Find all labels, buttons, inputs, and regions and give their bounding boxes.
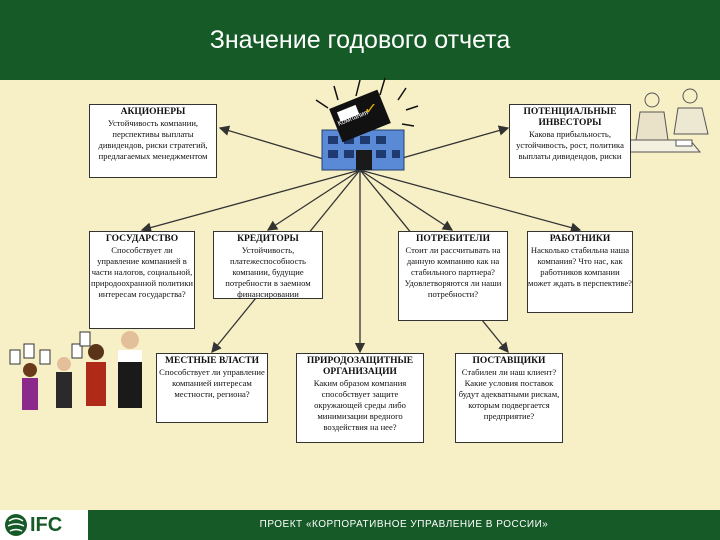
state-box: ГОСУДАРСТВО Способствует ли управление к… xyxy=(89,231,195,329)
investors-text: Какова прибыльность, устойчивость, рост,… xyxy=(516,129,624,161)
shareholders-box: АКЦИОНЕРЫ Устойчивость компании, перспек… xyxy=(89,104,217,178)
shareholders-text: Устойчивость компании, перспективы выпла… xyxy=(98,118,208,161)
arrow-creditors xyxy=(266,169,361,231)
investors-box: ПОТЕНЦИАЛЬНЫЕ ИНВЕСТОРЫ Какова прибыльно… xyxy=(509,104,631,178)
footer-text: ПРОЕКТ «КОРПОРАТИВНОЕ УПРАВЛЕНИЕ В РОССИ… xyxy=(259,519,549,530)
arrow-employees xyxy=(359,169,582,233)
local-authorities-box: МЕСТНЫЕ ВЛАСТИ Способствует ли управлени… xyxy=(156,353,268,423)
consumers-box: ПОТРЕБИТЕЛИ Стоит ли рассчитывать на дан… xyxy=(398,231,508,321)
footer-bar: IFC ПРОЕКТ «КОРПОРАТИВНОЕ УПРАВЛЕНИЕ В Р… xyxy=(0,510,720,540)
arrow-state xyxy=(140,169,361,233)
environmental-title: ПРИРОДОЗАЩИТНЫЕ ОРГАНИЗАЦИИ xyxy=(306,356,414,377)
suppliers-text: Стабилен ли наш клиент? Какие условия по… xyxy=(458,367,560,421)
investors-title: ПОТЕНЦИАЛЬНЫЕ ИНВЕСТОРЫ xyxy=(523,107,617,128)
employees-title: РАБОТНИКИ xyxy=(549,234,611,244)
local-authorities-text: Способствует ли управление компанией инт… xyxy=(159,367,265,399)
ifc-logo-text: IFC xyxy=(30,514,63,536)
header-bar: Значение годового отчета xyxy=(0,0,720,80)
consumers-text: Стоит ли рассчитывать на данную компанию… xyxy=(404,245,502,299)
employees-box: РАБОТНИКИ Насколько стабильна наша компа… xyxy=(527,231,633,313)
creditors-title: КРЕДИТОРЫ xyxy=(237,234,299,244)
consumers-title: ПОТРЕБИТЕЛИ xyxy=(416,234,490,244)
suppliers-title: ПОСТАВЩИКИ xyxy=(472,356,546,366)
shareholders-title: АКЦИОНЕРЫ xyxy=(120,107,186,117)
local-authorities-title: МЕСТНЫЕ ВЛАСТИ xyxy=(165,356,259,366)
check-mark-icon: ✓ xyxy=(364,99,378,118)
arrow-consumers xyxy=(359,169,454,231)
environmental-text: Каким образом компания способствует защи… xyxy=(313,378,407,432)
creditors-text: Устойчивость, платежеспособность компани… xyxy=(225,245,311,299)
ifc-logo: IFC xyxy=(0,510,88,540)
globe-icon xyxy=(5,514,27,536)
state-title: ГОСУДАРСТВО xyxy=(105,234,179,244)
page-title: Значение годового отчета xyxy=(209,26,511,54)
environmental-box: ПРИРОДОЗАЩИТНЫЕ ОРГАНИЗАЦИИ Каким образо… xyxy=(296,353,424,443)
employees-text: Насколько стабильна наша компания? Что н… xyxy=(528,245,632,288)
creditors-box: КРЕДИТОРЫ Устойчивость, платежеспособнос… xyxy=(213,231,323,299)
state-text: Способствует ли управление компанией в ч… xyxy=(90,245,194,299)
suppliers-box: ПОСТАВЩИКИ Стабилен ли наш клиент? Какие… xyxy=(455,353,563,443)
